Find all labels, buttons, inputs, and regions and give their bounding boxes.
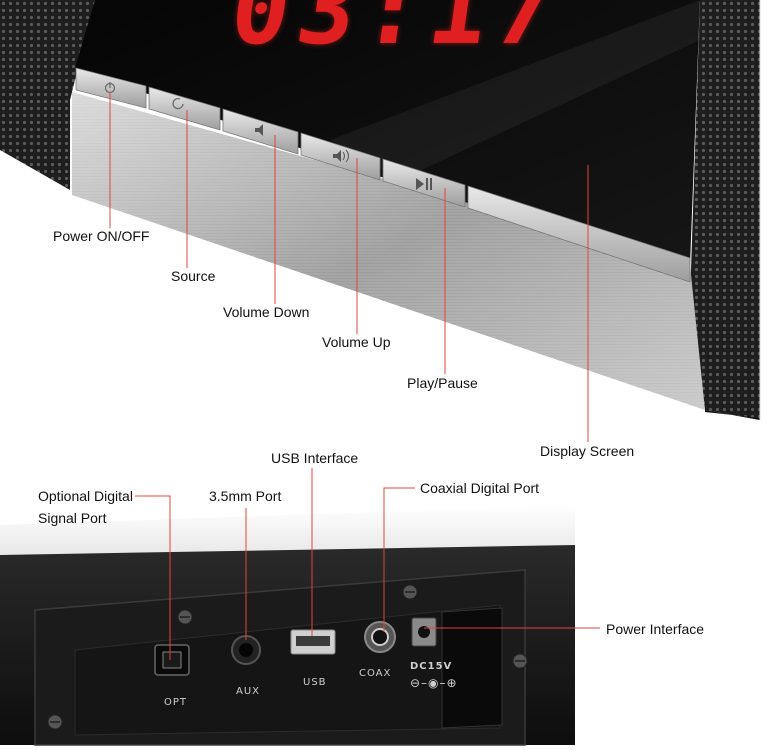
source-button — [148, 86, 221, 131]
label-usb: USB Interface — [271, 450, 359, 466]
play-pause-icon — [416, 178, 424, 190]
button-strip — [75, 67, 691, 283]
label-coax: Coaxial Digital Port — [420, 480, 540, 496]
source-icon — [172, 98, 184, 110]
marking-aux: AUX — [236, 686, 261, 697]
volume-up-icon — [333, 150, 341, 162]
top-leader-lines — [109, 92, 589, 442]
label-power-interface: Power Interface — [606, 621, 705, 637]
display-screen — [75, 0, 700, 265]
power-cutout — [441, 607, 503, 729]
blank-button — [467, 185, 691, 283]
label-play-pause: Play/Pause — [407, 375, 478, 391]
label-display-screen: Display Screen — [540, 443, 635, 459]
left-speaker-grille — [0, 0, 95, 190]
dc-polarity-icon: ⊖–◉–⊕ — [410, 676, 458, 690]
label-optical-line1: Optional Digital — [38, 488, 133, 504]
marking-usb: USB — [303, 677, 327, 688]
marking-dc: DC15V — [410, 661, 453, 672]
marking-opt: OPT — [164, 697, 188, 708]
label-aux: 3.5mm Port — [209, 488, 282, 504]
rear-top-surface — [0, 505, 575, 560]
label-power: Power ON/OFF — [53, 228, 150, 244]
screw-icon — [47, 584, 528, 730]
marking-coax: COAX — [359, 668, 392, 679]
right-speaker-grille — [690, 0, 760, 420]
bottom-leader-lines — [135, 468, 600, 660]
label-volume-up: Volume Up — [322, 334, 391, 350]
label-volume-down: Volume Down — [223, 304, 310, 320]
label-optical-line2: Signal Port — [38, 510, 107, 526]
label-source: Source — [171, 268, 216, 284]
clock-display: 03:17 — [224, 0, 569, 66]
volume-down-icon — [255, 124, 263, 136]
power-button — [75, 67, 147, 109]
